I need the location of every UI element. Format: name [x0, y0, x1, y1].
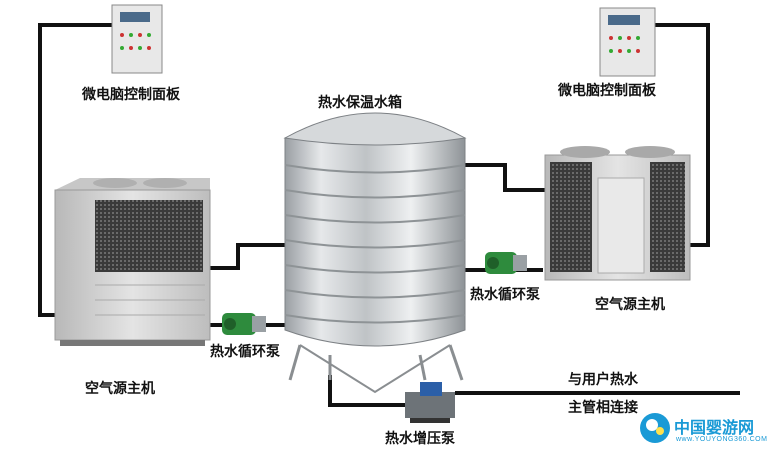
label-user-line-2: 主管相连接: [568, 400, 638, 416]
circulation-pump-left: [222, 313, 266, 335]
heat-pump-left: [54, 178, 211, 346]
booster-pipe-left: [328, 375, 405, 407]
heat-pump-right: [544, 146, 691, 281]
label-circ-pump-left: 热水循环泵: [210, 344, 280, 360]
label-control-panel-left: 微电脑控制面板: [82, 87, 180, 103]
left-control-wire: [38, 23, 112, 317]
label-heat-pump-right: 空气源主机: [595, 297, 665, 313]
watermark-url: www.YOUYONG360.COM: [676, 436, 768, 443]
label-control-panel-right: 微电脑控制面板: [558, 83, 656, 99]
watermark-logo-icon: [640, 413, 670, 443]
label-circ-pump-right: 热水循环泵: [470, 287, 540, 303]
watermark-name: 中国婴游网: [674, 418, 755, 437]
label-heat-pump-left: 空气源主机: [85, 381, 155, 397]
label-booster-pump: 热水增压泵: [385, 431, 455, 447]
left-supply-pipe: [210, 243, 288, 270]
hot-water-tank: [283, 112, 467, 394]
control-panel-left: [111, 4, 163, 74]
right-supply-pipe: [462, 163, 545, 192]
label-user-line-1: 与用户热水: [568, 372, 638, 388]
right-control-wire: [655, 23, 710, 247]
booster-pump: [405, 382, 455, 423]
label-tank: 热水保温水箱: [318, 95, 402, 111]
circulation-pump-right: [485, 252, 527, 274]
control-panel-right: [599, 7, 656, 77]
